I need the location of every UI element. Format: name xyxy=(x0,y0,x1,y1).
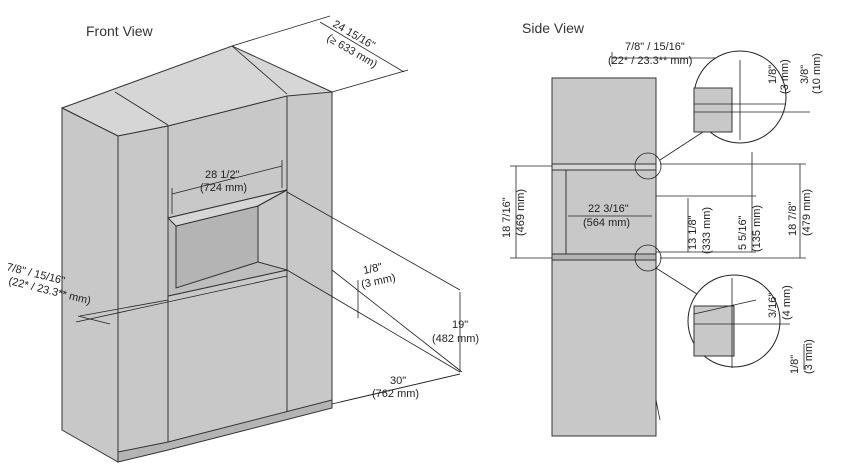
side-detail-a-in: 1/8" xyxy=(767,65,779,84)
cabinet-left-side xyxy=(61,107,119,463)
cabinet-left-panel xyxy=(117,125,169,457)
front-base-depth-dimension: 30" (762 mm) xyxy=(339,373,461,403)
front-cabinet xyxy=(60,45,334,463)
front-height-dimension: 19" (482 mm) xyxy=(432,292,479,372)
side-left-h-mm: (469 mm) xyxy=(515,189,527,236)
front-height-in: 19" xyxy=(452,319,468,331)
side-step-in: 5 5/16" xyxy=(737,215,749,250)
side-view-title: Side View xyxy=(522,20,585,36)
side-top-gap-dimension: 7/8" / 15/16" (22* / 23.3** mm) xyxy=(608,41,742,67)
front-recess-dimension: 1/8" (3 mm) xyxy=(357,261,397,318)
front-view-title: Front View xyxy=(86,23,154,39)
side-detail-a-mm: (3 mm) xyxy=(779,59,791,94)
side-top-shelf xyxy=(551,163,657,171)
front-width-dimension: 28 1/2" (724 mm) xyxy=(171,160,283,214)
side-niche xyxy=(565,169,657,255)
side-right-height-dimension: 18 7/8" (479 mm) xyxy=(660,163,813,259)
front-base-depth-in: 30" xyxy=(390,375,406,387)
front-height-mm: (482 mm) xyxy=(432,333,479,345)
detail-top-panel xyxy=(693,87,733,133)
side-detail-d-in: 1/8" xyxy=(789,355,801,374)
side-depth-dimension: 22 3/16" (564 mm) xyxy=(568,203,652,229)
cabinet-plinth xyxy=(117,399,333,463)
side-right-h-in: 18 7/8" xyxy=(787,201,799,236)
detail-bottom-panel xyxy=(693,305,735,357)
front-base-depth-mm: (762 mm) xyxy=(372,388,419,400)
side-top-gap-in: 7/8" / 15/16" xyxy=(625,41,685,53)
front-width-in: 28 1/2" xyxy=(205,169,240,181)
front-recess-in: 1/8" xyxy=(362,261,383,277)
side-detail-top: 1/8" (3 mm) 3/8" (10 mm) xyxy=(659,50,823,161)
detail-marker-top xyxy=(634,152,662,180)
cabinet-right-panel xyxy=(286,91,333,419)
side-detail-d-mm: (3 mm) xyxy=(803,339,815,374)
side-left-h-in: 18 7/16" xyxy=(501,197,513,238)
side-top-gap-mm: (22* / 23.3** mm) xyxy=(608,55,692,67)
side-cabinet xyxy=(551,77,756,437)
side-right-h-mm: (479 mm) xyxy=(801,189,813,236)
side-inner-h-mm: (333 mm) xyxy=(701,207,713,254)
side-detail-c-mm: (4 mm) xyxy=(781,285,793,320)
side-step-dimension: 5 5/16" (135 mm) xyxy=(737,152,763,252)
side-inner-h-in: 13 1/8" xyxy=(687,215,699,250)
side-detail-b-in: 3/8" xyxy=(799,65,811,84)
side-bottom-shelf xyxy=(551,253,657,261)
side-step-mm: (135 mm) xyxy=(751,205,763,252)
side-detail-c-in: 3/16" xyxy=(767,293,779,318)
detail-marker-bottom xyxy=(634,244,662,272)
side-depth-in: 22 3/16" xyxy=(588,203,629,215)
side-left-height-dimension: 18 7/16" (469 mm) xyxy=(501,165,552,259)
front-floor-lines xyxy=(75,191,463,405)
side-inner-height-dimension: 13 1/8" (333 mm) xyxy=(687,198,713,254)
side-detail-bottom: 3/16" (4 mm) 1/8" (3 mm) xyxy=(655,267,815,374)
front-width-mm: (724 mm) xyxy=(200,182,247,194)
side-depth-mm: (564 mm) xyxy=(583,217,630,229)
side-detail-b-mm: (10 mm) xyxy=(811,53,823,94)
